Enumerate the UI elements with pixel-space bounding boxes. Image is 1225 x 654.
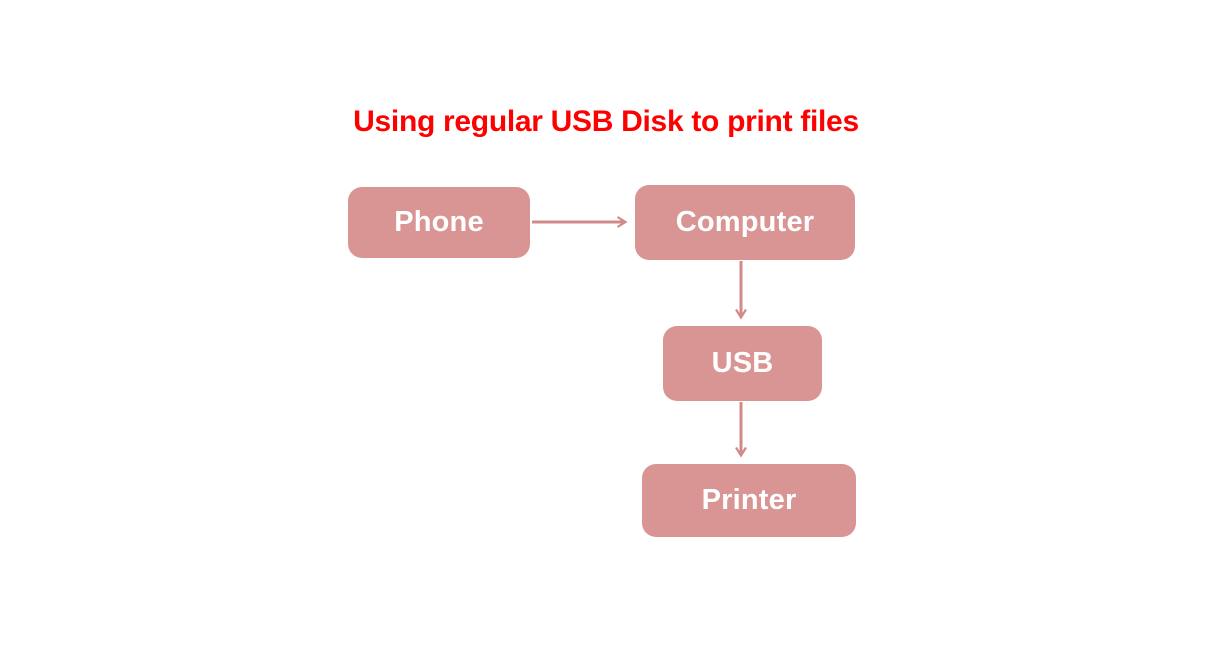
node-phone: Phone xyxy=(348,187,530,258)
node-computer-label: Computer xyxy=(675,206,815,238)
node-printer: Printer xyxy=(642,464,856,537)
node-printer-label: Printer xyxy=(701,484,797,516)
node-usb-label: USB xyxy=(711,347,774,379)
node-usb: USB xyxy=(663,326,822,401)
node-computer: Computer xyxy=(635,185,855,260)
diagram-title: Using regular USB Disk to print files xyxy=(353,105,859,138)
node-phone-label: Phone xyxy=(394,206,484,238)
